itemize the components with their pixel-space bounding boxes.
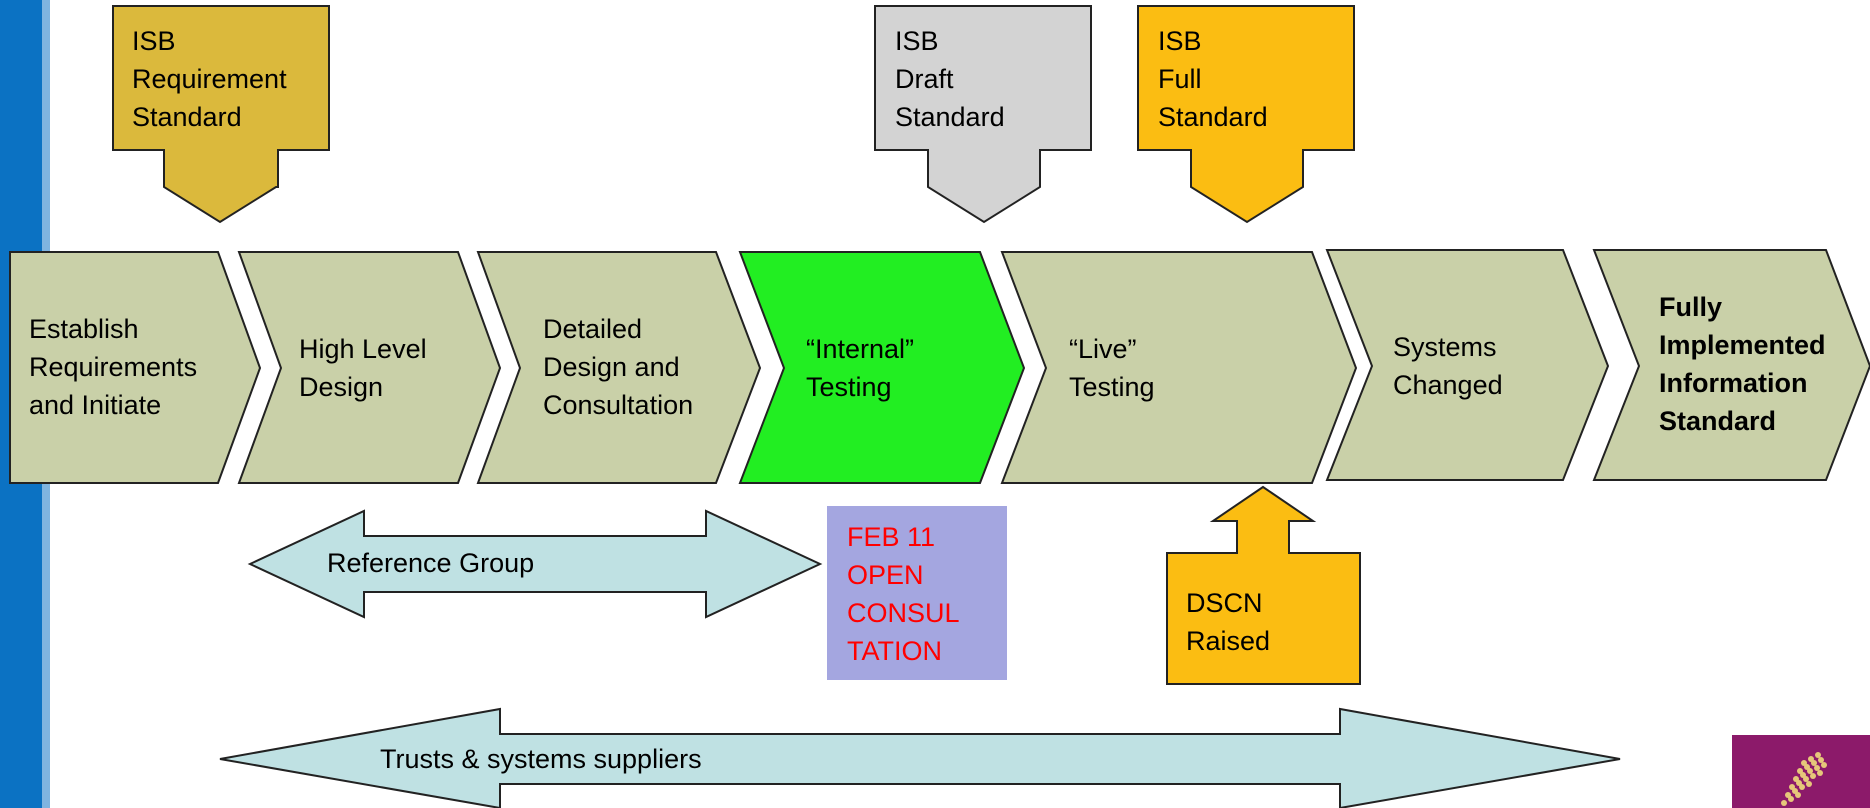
consultation-box bbox=[827, 506, 1007, 680]
stage-detailed-design bbox=[476, 251, 762, 484]
dscn-label: DSCN Raised bbox=[1186, 588, 1271, 656]
organisation-logo bbox=[1732, 735, 1870, 808]
stage-live-testing bbox=[1000, 251, 1358, 484]
stage-establish-label: Establish Requirements and Initiate bbox=[29, 314, 198, 420]
stage-high-level-design bbox=[237, 251, 502, 484]
reference-group-label: Reference Group bbox=[327, 548, 535, 578]
trusts-arrow bbox=[219, 707, 1621, 808]
stage-systems-changed bbox=[1325, 249, 1610, 481]
stage-high-level-design-label: High Level Design bbox=[299, 334, 427, 402]
consultation-note-label: FEB 11 OPEN CONSUL TATION bbox=[847, 522, 960, 666]
stage-fully-implemented-label: Fully Implemented Information Standard bbox=[1659, 292, 1826, 436]
stage-internal-testing-label: “Internal” Testing bbox=[806, 334, 915, 402]
dscn-callout bbox=[1166, 485, 1361, 685]
callout-isb-draft-standard-label: ISB Draft Standard bbox=[895, 26, 1005, 132]
stage-establish bbox=[9, 251, 262, 484]
trusts-label: Trusts & systems suppliers bbox=[380, 744, 702, 774]
stage-live-testing-label: “Live” Testing bbox=[1069, 334, 1155, 402]
stage-fully-implemented bbox=[1592, 249, 1870, 481]
logo-dots-icon bbox=[1781, 752, 1827, 806]
stage-systems-changed-label: Systems Changed bbox=[1393, 332, 1503, 400]
callout-isb-full-standard bbox=[1137, 5, 1355, 224]
callout-isb-requirement-standard bbox=[112, 5, 330, 224]
callout-isb-full-standard-label: ISB Full Standard bbox=[1158, 26, 1268, 132]
reference-group-arrow bbox=[247, 509, 823, 619]
stage-detailed-design-label: Detailed Design and Consultation bbox=[543, 314, 694, 420]
callout-isb-draft-standard bbox=[874, 5, 1092, 224]
callout-isb-requirement-standard-label: ISB Requirement Standard bbox=[132, 26, 287, 132]
stage-internal-testing bbox=[738, 251, 1026, 484]
